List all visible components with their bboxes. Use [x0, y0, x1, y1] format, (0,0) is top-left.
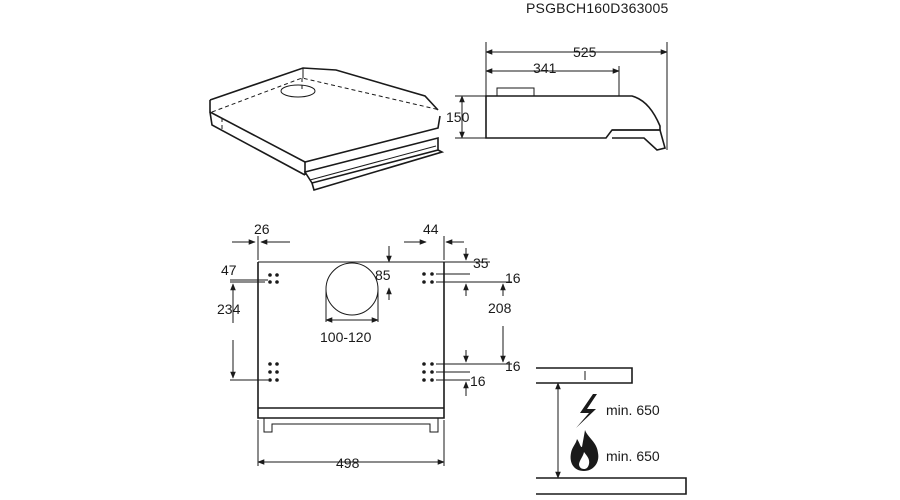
clearance-view: min. 650 min. 650 [536, 367, 687, 495]
dim-depth-total-label: 525 [573, 44, 597, 60]
dim-right-bottom-spacing-label: 16 [470, 373, 486, 389]
dim-right-vertical-label: 208 [488, 300, 512, 316]
flame-icon [570, 430, 599, 471]
hood-isometric [209, 67, 445, 191]
dim-height-label: 150 [446, 109, 470, 125]
product-code: PSGBCH160D363005 [526, 0, 669, 16]
duct-collar [496, 87, 535, 97]
lightning-icon [576, 394, 597, 428]
dim-duct-diameter-label: 85 [375, 267, 391, 283]
dim-depth-upper-label: 341 [533, 60, 557, 76]
duct-opening [280, 84, 316, 98]
dim-left-vertical-label: 234 [217, 301, 241, 317]
gas-clearance-label: min. 650 [606, 448, 660, 464]
dim-top-right-label: 35 [473, 255, 489, 271]
dim-right-mid-spacing-label: 16 [505, 358, 521, 374]
duct-hole [325, 262, 379, 316]
electric-clearance-label: min. 650 [606, 402, 660, 418]
dim-right-edge-label: 44 [423, 221, 439, 237]
dim-left-edge-label: 26 [254, 221, 270, 237]
hood-mounting-view: 100-120 85 26 44 35 16 [217, 221, 521, 471]
hood-side-view: 525 341 150 [446, 42, 668, 151]
dim-duct-range-label: 100-120 [320, 329, 372, 345]
dim-width-label: 498 [336, 455, 360, 471]
dim-right-top-spacing-label: 16 [505, 270, 521, 286]
dim-left-top-label: 47 [221, 262, 237, 278]
